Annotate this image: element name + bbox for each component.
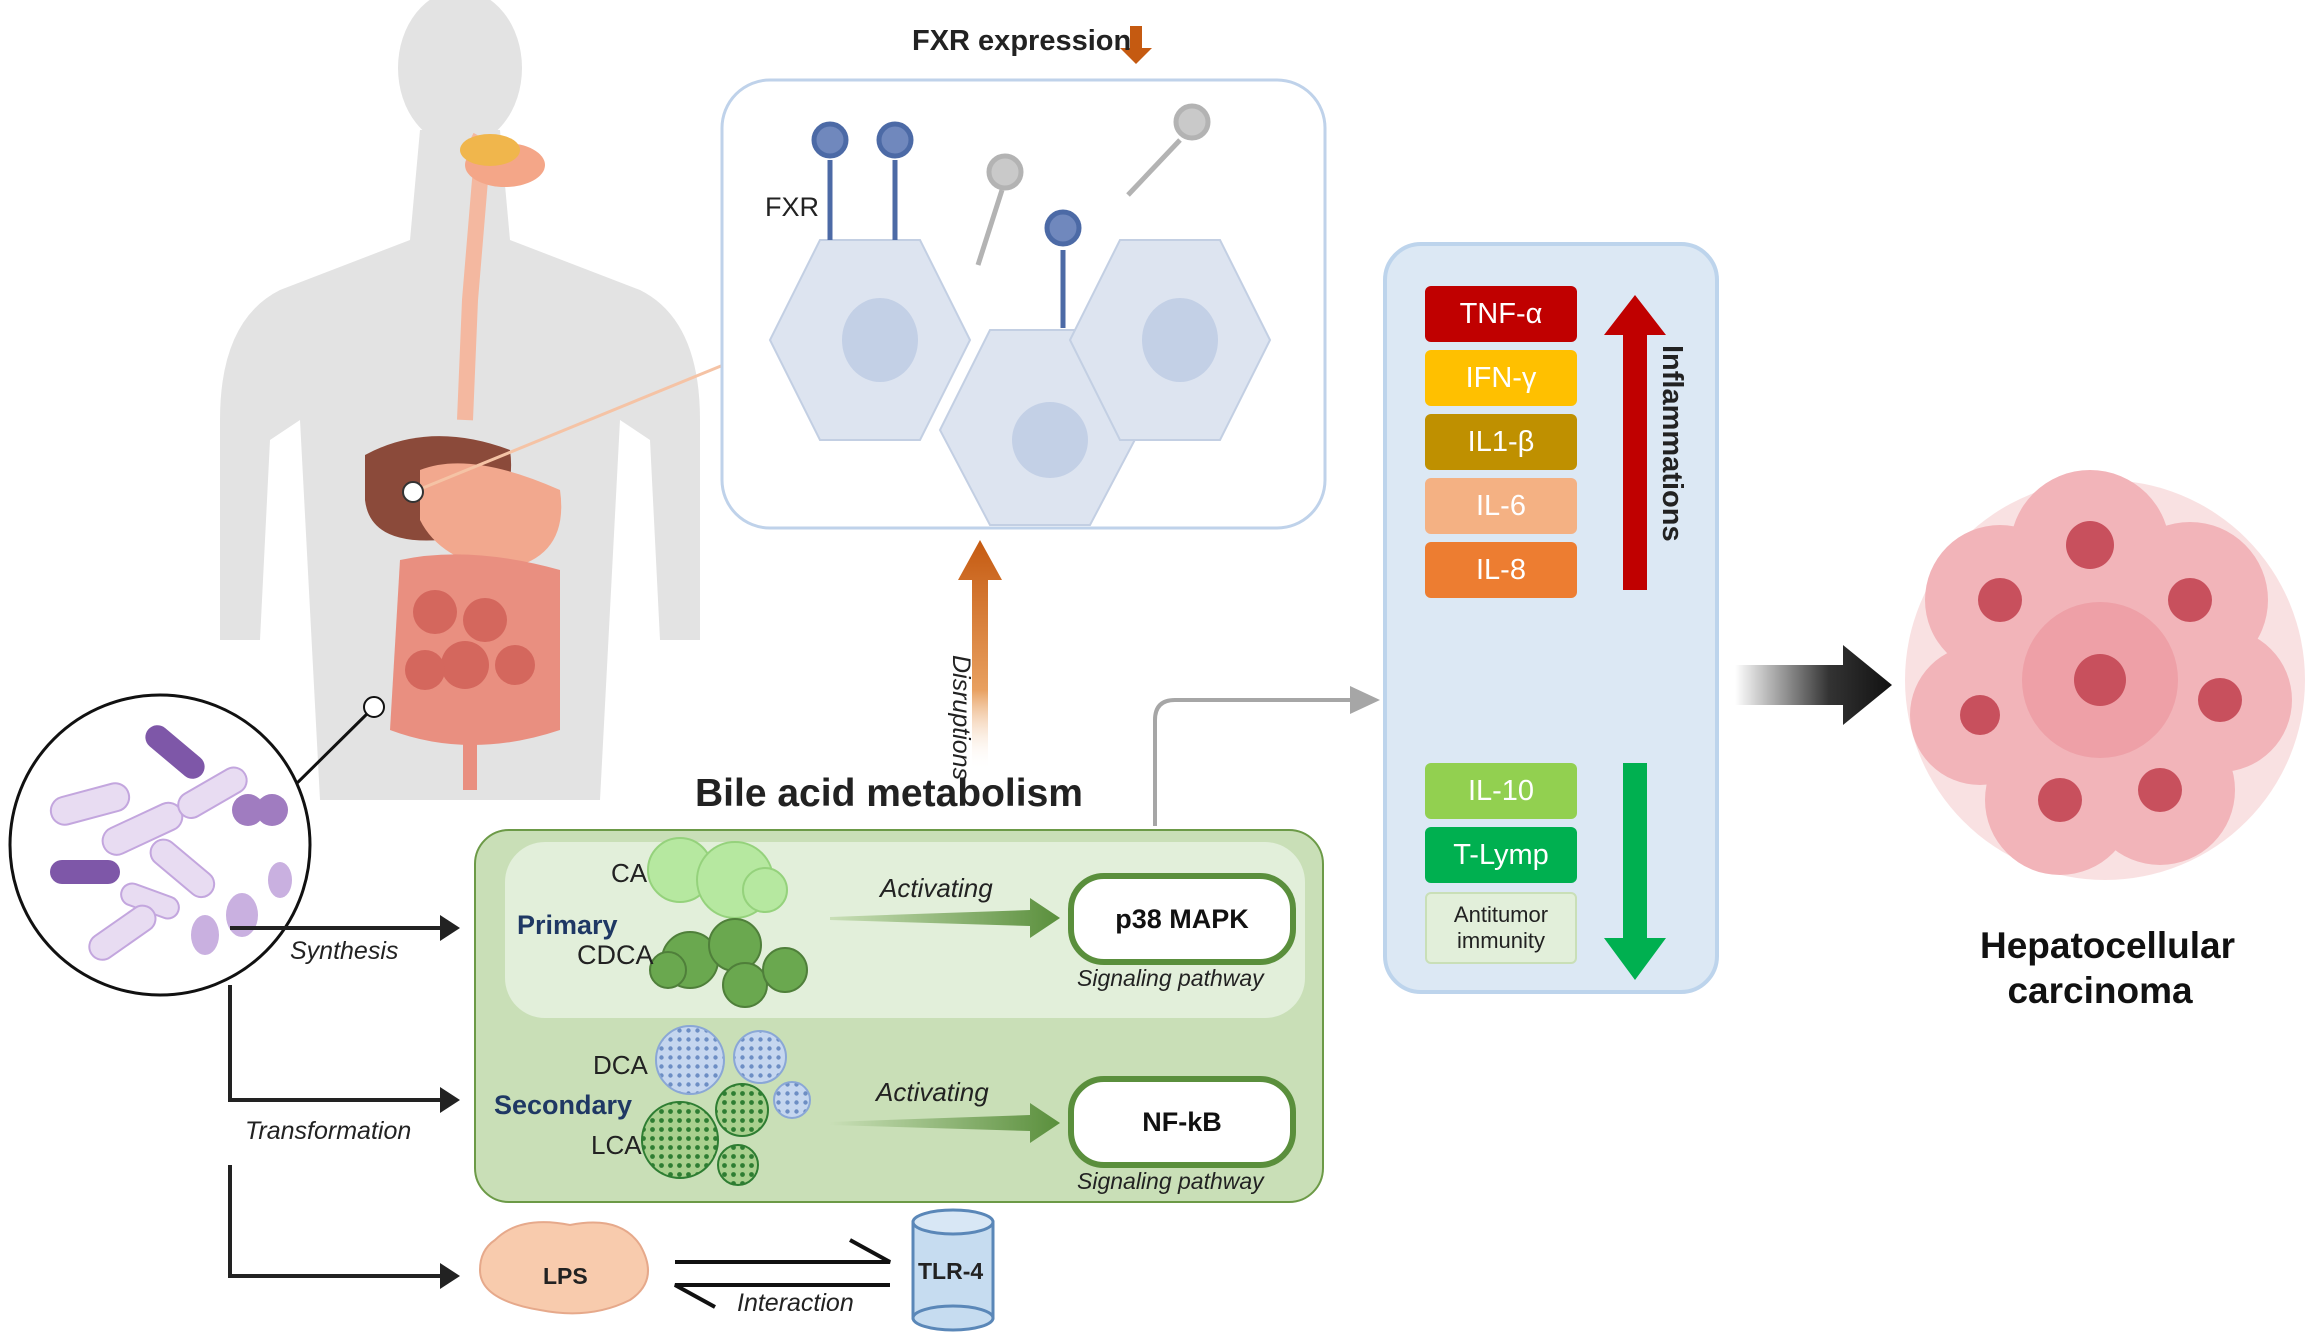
gut-marker	[363, 696, 385, 718]
antitumor-immunity-box: Antitumor immunity	[1425, 892, 1577, 964]
acid-dca-label: DCA	[593, 1050, 648, 1080]
p38-mapk-box: p38 MAPK	[1068, 873, 1296, 965]
lps-label: LPS	[543, 1263, 588, 1289]
interaction-arrows	[674, 1238, 891, 1309]
arrow-head-lps	[440, 1263, 460, 1289]
cell-nuclei	[842, 298, 1218, 478]
outcome-line1: Hepatocellular	[1980, 925, 2235, 966]
secondary-acid-spheres	[641, 1025, 811, 1186]
disruptions-label: Disruptions	[947, 655, 975, 781]
cytokine-il8: IL-8	[1425, 542, 1577, 598]
nf-kb-box: NF-kB	[1068, 1076, 1296, 1168]
down-arrow	[1604, 763, 1666, 980]
acid-cdca-label: CDCA	[577, 940, 654, 970]
cytokine-il1-beta: IL1-β	[1425, 414, 1577, 470]
secondary-label: Secondary	[494, 1090, 633, 1120]
lps-blob	[478, 1221, 649, 1315]
t-lymp-box: T-Lymp	[1425, 827, 1577, 883]
activating-secondary-label: Activating	[876, 1077, 989, 1107]
gut-connector	[283, 705, 376, 797]
cytokine-il10: IL-10	[1425, 763, 1577, 819]
fxr-label: FXR	[765, 192, 819, 222]
primary-label: Primary	[517, 910, 618, 940]
gut-microbiota-circle	[8, 693, 312, 997]
fxr-down-arrow	[1120, 26, 1152, 64]
bile-acid-title: Bile acid metabolism	[695, 772, 1083, 815]
activating-primary-label: Activating	[880, 873, 993, 903]
acid-lca-label: LCA	[591, 1130, 642, 1160]
human-body-illustration	[220, 0, 700, 800]
activating-arrow-secondary	[830, 1103, 1060, 1143]
cytokine-ifn-gamma: IFN-γ	[1425, 350, 1577, 406]
interaction-label: Interaction	[737, 1289, 854, 1317]
fxr-receptors-inactive	[975, 103, 1211, 266]
cytokine-tnf-alpha: TNF-α	[1425, 286, 1577, 342]
bile-to-inflammation-connector	[1153, 698, 1355, 826]
primary-acid-spheres	[647, 837, 808, 1008]
outcome-line2: carcinoma	[2007, 970, 2193, 1011]
tlr4-cylinder	[911, 1208, 995, 1332]
tlr4-label: TLR-4	[918, 1258, 984, 1284]
transformation-label: Transformation	[245, 1117, 412, 1145]
arrow-head-transformation	[440, 1087, 460, 1113]
arrow-head-synthesis	[440, 915, 460, 941]
primary-pathway-sublabel: Signaling pathway	[1077, 965, 1264, 991]
acid-ca-label: CA	[611, 858, 648, 888]
synthesis-label: Synthesis	[290, 937, 399, 965]
microbiota-arrows	[228, 926, 440, 1278]
inflammations-label: Inflammations	[1656, 345, 1688, 542]
up-arrow	[1604, 295, 1666, 590]
liver-marker	[402, 481, 424, 503]
fxr-expression-label: FXR expression	[912, 25, 1132, 57]
disruptions-arrow	[958, 540, 1002, 770]
cytokine-il6: IL-6	[1425, 478, 1577, 534]
fxr-receptors-active	[811, 121, 1082, 328]
activating-arrow-primary	[830, 898, 1060, 938]
secondary-pathway-sublabel: Signaling pathway	[1077, 1168, 1264, 1194]
connector-arrowhead	[1350, 686, 1380, 714]
tumor-illustration	[1905, 470, 2305, 880]
outcome-arrow	[1735, 645, 1892, 725]
